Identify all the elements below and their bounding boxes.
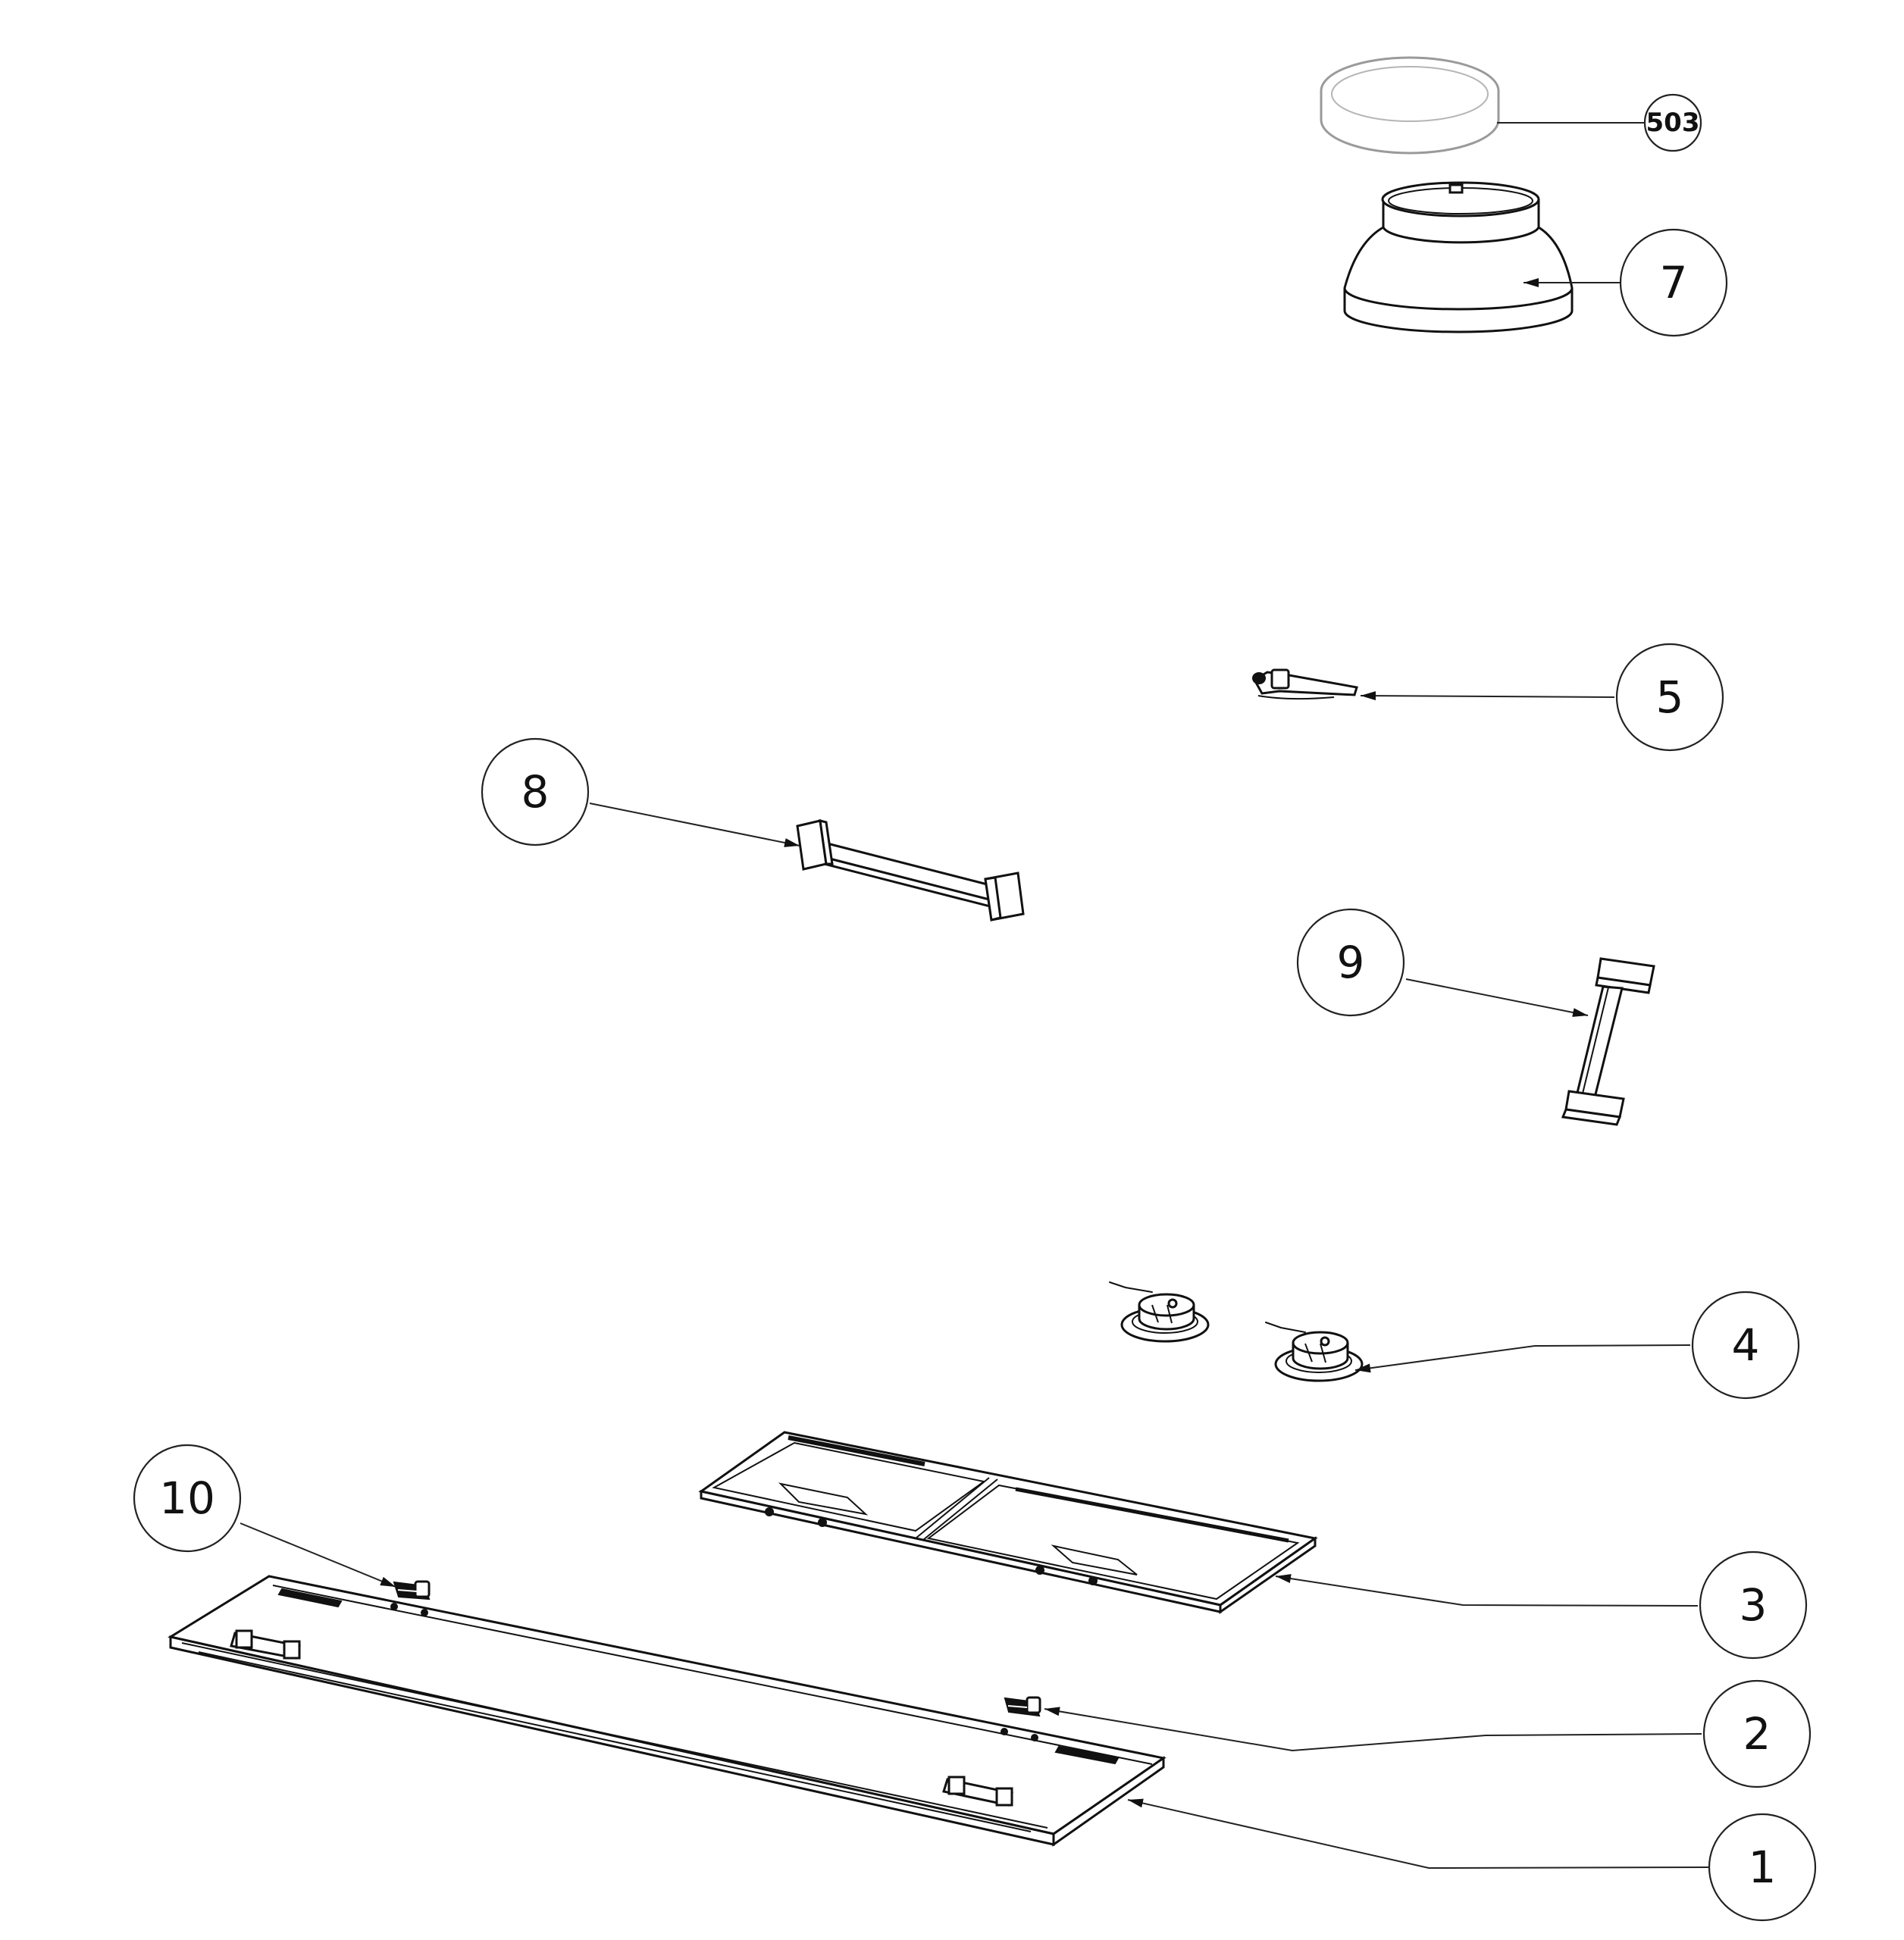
callout-1-label: 1	[1749, 1841, 1777, 1893]
callout-2: 2	[1702, 1679, 1812, 1788]
part-9-vertical-bracket	[1563, 959, 1654, 1125]
leader-9	[1405, 978, 1589, 1017]
callout-3-label: 3	[1740, 1579, 1768, 1631]
callout-5-label: 5	[1656, 671, 1684, 723]
leader-5	[1360, 691, 1615, 701]
callout-3-circle	[1699, 1550, 1808, 1660]
part-4-lamp-left	[1110, 1282, 1208, 1341]
callout-503-circle	[1643, 93, 1702, 152]
callout-7: 7	[1619, 228, 1728, 337]
callout-1-circle	[1708, 1813, 1817, 1922]
callout-10-label: 10	[159, 1472, 215, 1524]
callout-10: 10	[133, 1444, 242, 1553]
callout-503-label: 503	[1646, 108, 1700, 138]
callout-4-circle	[1691, 1291, 1800, 1400]
callout-4: 4	[1691, 1291, 1800, 1400]
part-503-ring	[1321, 58, 1498, 153]
part-3-filter-frame	[701, 1432, 1315, 1612]
callout-3: 3	[1699, 1550, 1808, 1660]
part-5-clip	[1253, 670, 1357, 699]
part-8-rail-bracket	[797, 821, 1023, 920]
callout-8-circle	[481, 737, 590, 846]
callout-4-label: 4	[1732, 1319, 1760, 1371]
leader-lines	[240, 122, 1710, 1870]
leader-8	[589, 803, 800, 847]
callout-5: 5	[1615, 643, 1724, 752]
callout-9: 9	[1296, 908, 1405, 1017]
part-1-long-panel	[171, 1576, 1163, 1845]
callout-1: 1	[1708, 1813, 1817, 1922]
callout-2-label: 2	[1743, 1708, 1771, 1760]
part-4-lamp-right	[1266, 1322, 1362, 1381]
part-10-latch	[394, 1582, 429, 1599]
leader-1	[1127, 1798, 1710, 1870]
callout-7-circle	[1619, 228, 1728, 337]
callout-503: 503	[1643, 93, 1702, 152]
callout-5-circle	[1615, 643, 1724, 752]
leader-10	[240, 1522, 396, 1588]
callout-8-label: 8	[521, 766, 550, 818]
callout-10-circle	[133, 1444, 242, 1553]
leader-4	[1354, 1344, 1691, 1373]
leader-2	[1044, 1707, 1702, 1752]
leader-3	[1275, 1574, 1699, 1607]
callout-2-circle	[1702, 1679, 1812, 1788]
callout-9-label: 9	[1337, 937, 1365, 988]
callout-8: 8	[481, 737, 590, 846]
part-7-duct-collar	[1345, 183, 1572, 332]
part-2-latch	[1005, 1698, 1040, 1716]
callout-9-circle	[1296, 908, 1405, 1017]
callout-7-label: 7	[1660, 257, 1688, 308]
